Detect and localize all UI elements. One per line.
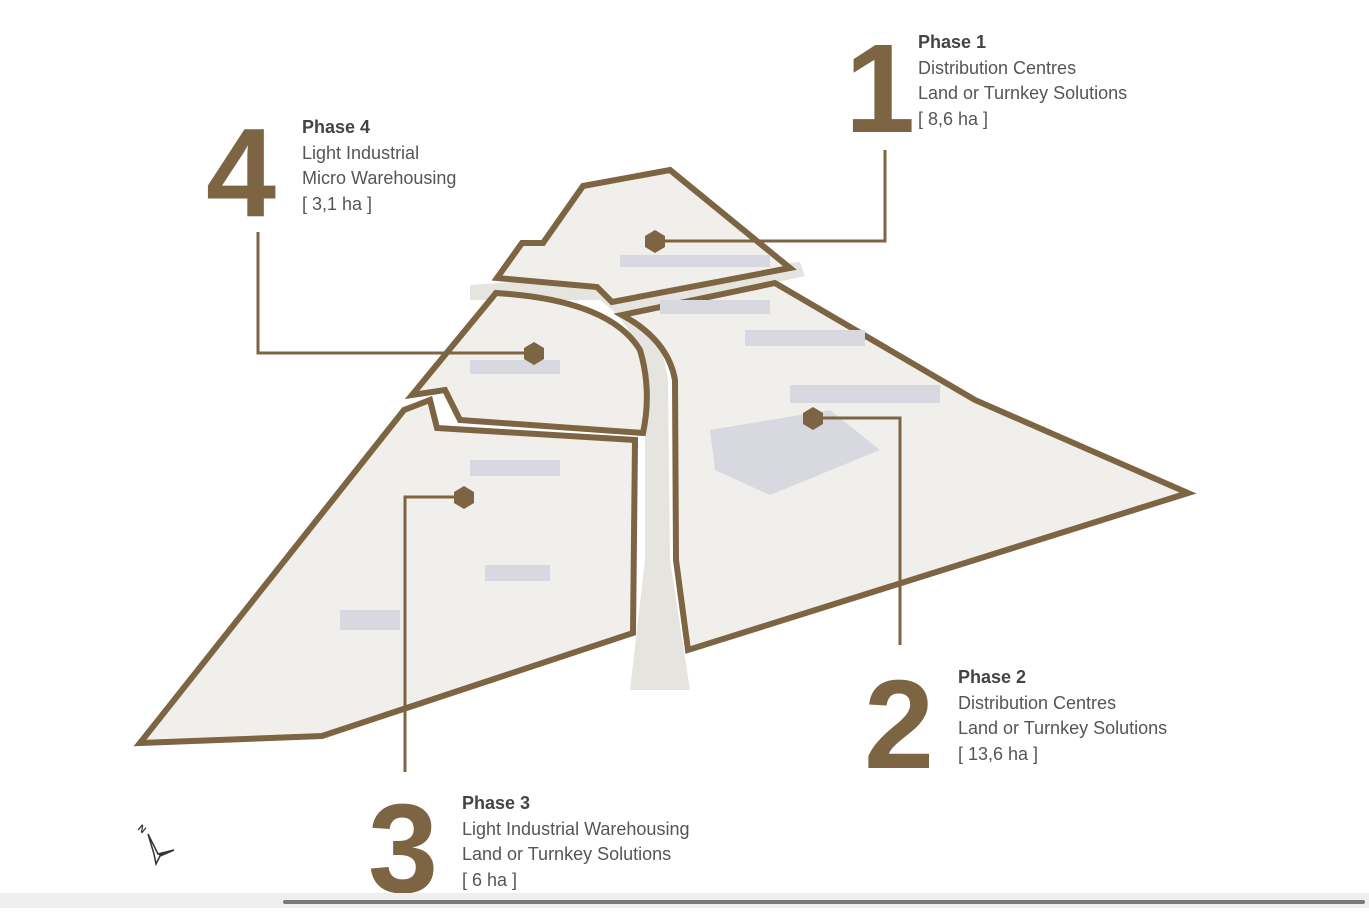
phase-3-number: 3 [368,778,438,919]
phase-3-label: Phase 3 Light Industrial Warehousing Lan… [462,791,689,893]
leader-lines [256,150,902,772]
phase-3-line2: Land or Turnkey Solutions [462,844,672,864]
phase-1-area[interactable] [491,166,797,306]
phase-1-line2: Land or Turnkey Solutions [918,83,1128,103]
phase-3-area[interactable] [133,395,639,747]
phase-4-area: [ 3,1 ha ] [302,193,373,214]
phase-2-label: Phase 2 Distribution Centres Land or Tur… [958,665,1167,767]
phase-1-label: Phase 1 Distribution Centres Land or Tur… [918,30,1127,132]
north-label: N [136,823,148,836]
phase-2-line2: Land or Turnkey Solutions [958,718,1168,738]
phase-4-marker-icon [524,342,544,365]
phase-2-area[interactable] [613,279,1197,654]
phase-2-title: Phase 2 [958,667,1027,687]
phase-2-marker-icon [803,407,823,430]
phase-3-area: [ 6 ha ] [462,869,518,890]
scrollbar-thumb[interactable] [283,900,1365,904]
phase-4-line2: Micro Warehousing [302,168,457,188]
phase-2-area: [ 13,6 ha ] [958,743,1039,764]
phase-3-marker-icon [454,486,474,509]
phase-1-title: Phase 1 [918,32,987,52]
phase-4-label: Phase 4 Light Industrial Micro Warehousi… [302,115,456,217]
phase-1-line1: Distribution Centres [918,57,1077,78]
phase-1-marker-icon [645,230,665,253]
phase-4-number: 4 [206,102,276,243]
north-arrow-icon: N [135,820,180,873]
phase-4-title: Phase 4 [302,117,371,137]
buildings [340,255,940,630]
phase-1-number: 1 [845,18,915,159]
phase-3-line1: Light Industrial Warehousing [462,818,690,839]
phase-2-number: 2 [864,654,934,795]
phase-markers [454,230,823,509]
phase-3-title: Phase 3 [462,793,531,813]
phase-1-area: [ 8,6 ha ] [918,108,989,129]
phase-4-line1: Light Industrial [302,142,420,163]
phase-2-line1: Distribution Centres [958,692,1117,713]
